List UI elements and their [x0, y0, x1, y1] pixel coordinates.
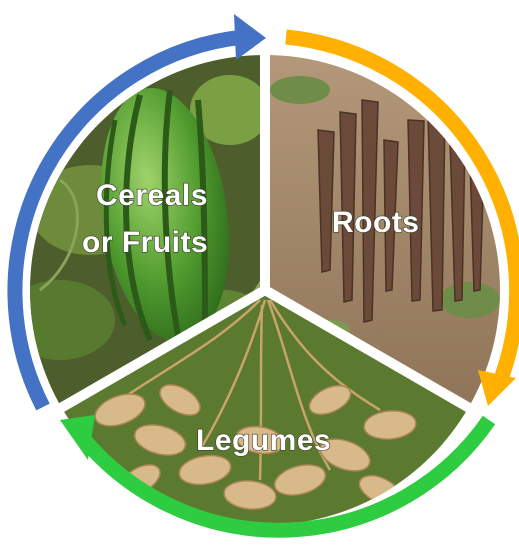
- label-cereals-line-2: or Fruits: [82, 226, 208, 259]
- label-cereals-line-1: Cereals: [96, 179, 208, 212]
- label-legumes: Legumes: [196, 424, 331, 457]
- label-roots: Roots: [332, 206, 420, 239]
